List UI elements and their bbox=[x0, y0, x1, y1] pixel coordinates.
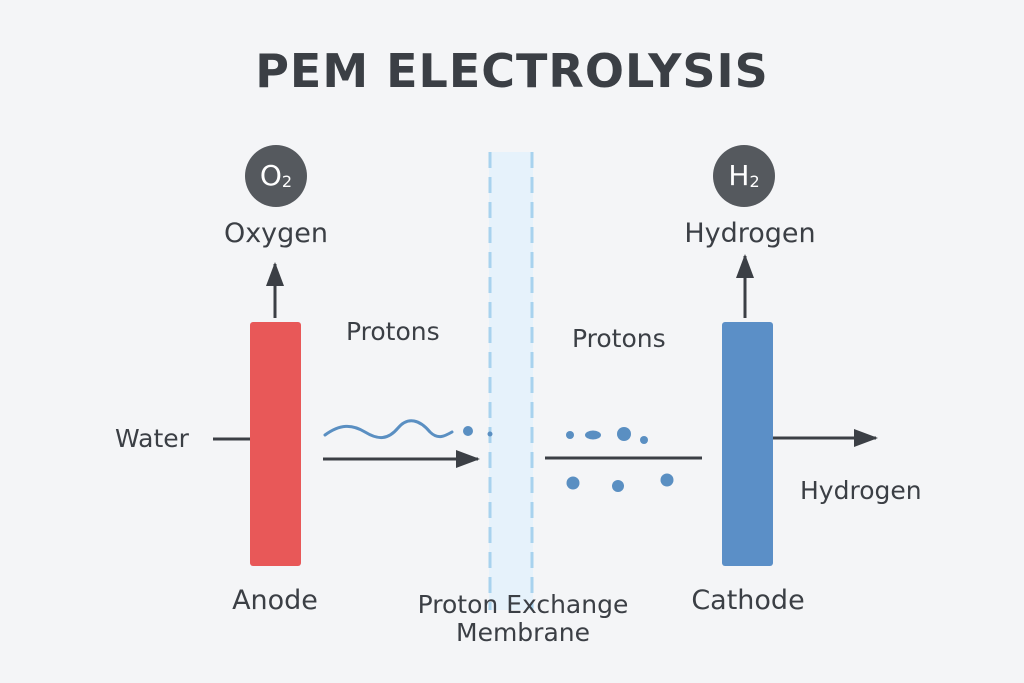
membrane-label-line2: Membrane bbox=[456, 618, 590, 647]
proton-dot bbox=[566, 476, 580, 490]
proton-wave bbox=[323, 419, 454, 439]
water-label: Water bbox=[115, 424, 189, 453]
proton-dot bbox=[487, 431, 493, 437]
cathode-label: Cathode bbox=[691, 585, 805, 616]
proton-dot bbox=[612, 480, 624, 492]
anode-label: Anode bbox=[232, 585, 318, 616]
proton-dot bbox=[566, 431, 574, 439]
diagram-title: PEM ELECTROLYSIS bbox=[255, 44, 769, 98]
proton-dot bbox=[617, 427, 631, 441]
proton-dot bbox=[660, 473, 674, 487]
proton-dot bbox=[640, 436, 648, 444]
protons-left-label: Protons bbox=[346, 317, 440, 346]
oxygen-molecule-badge: O2 bbox=[245, 145, 307, 207]
membrane-body bbox=[489, 152, 533, 610]
hydrogen-molecule-badge: H2 bbox=[713, 145, 775, 207]
cathode-electrode bbox=[722, 322, 773, 566]
proton-dot bbox=[463, 426, 473, 436]
proton-dot bbox=[585, 430, 601, 440]
anode-electrode bbox=[250, 322, 301, 566]
membrane-label-line1: Proton Exchange bbox=[417, 590, 629, 619]
oxygen-label: Oxygen bbox=[223, 218, 329, 249]
hydrogen-top-label: Hydrogen bbox=[684, 218, 816, 249]
hydrogen-side-label: Hydrogen bbox=[800, 476, 922, 505]
protons-right-label: Protons bbox=[572, 324, 666, 353]
